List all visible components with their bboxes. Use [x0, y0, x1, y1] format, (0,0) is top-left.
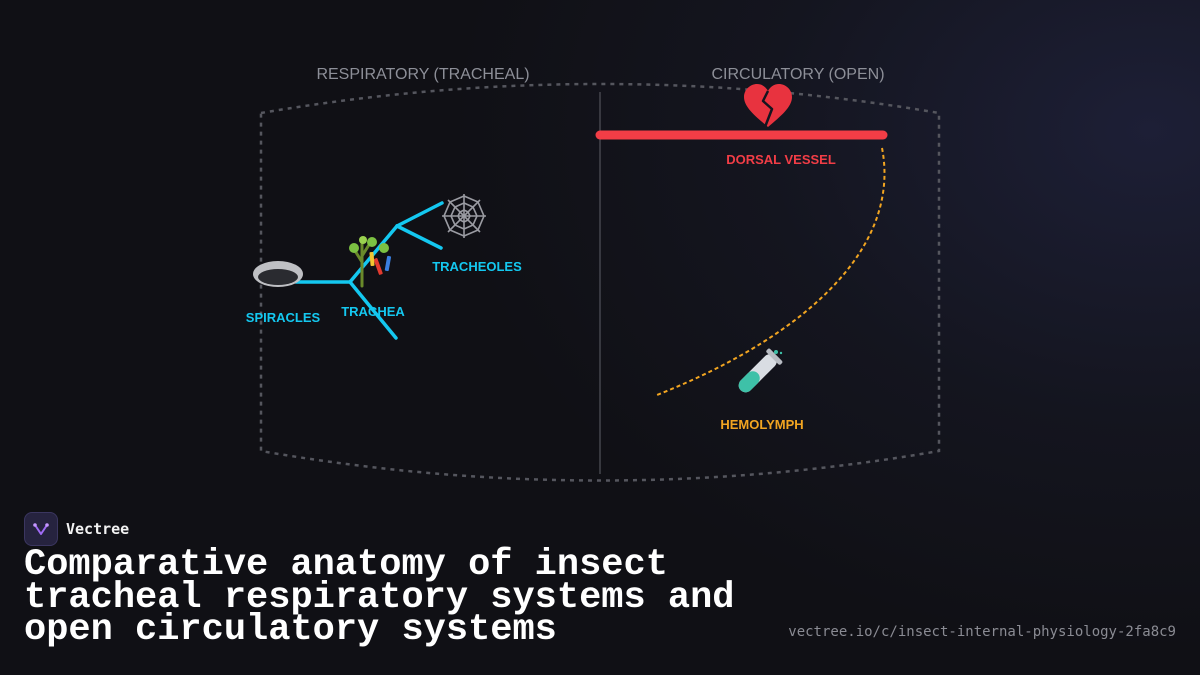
trachea-label: TRACHEA: [341, 304, 405, 319]
hemolymph-label: HEMOLYMPH: [720, 417, 803, 432]
spider-web-icon: [442, 194, 486, 238]
bubble-dot: [779, 351, 783, 355]
circulatory-section-label: CIRCULATORY (OPEN): [711, 66, 884, 83]
page-title: Comparative anatomy of insect tracheal r…: [24, 544, 735, 651]
vectree-logo-icon: [24, 512, 58, 546]
spiracle-opening-icon: [253, 261, 303, 287]
brand: Vectree: [24, 512, 129, 546]
tracheole-branch-lower: [395, 224, 443, 250]
dorsal-vessel-label: DORSAL VESSEL: [726, 152, 836, 167]
trachea-lower-branch: [348, 280, 398, 340]
test-tube-icon: [738, 348, 783, 393]
source-url[interactable]: vectree.io/c/insect-internal-physiology-…: [788, 624, 1176, 640]
spiracles-label: SPIRACLES: [246, 310, 321, 325]
tracheole-branch-upper: [395, 201, 444, 228]
tracheoles-label: TRACHEOLES: [432, 259, 522, 274]
brand-name: Vectree: [66, 520, 130, 538]
bubble-dot: [774, 350, 778, 354]
body-outline: [259, 82, 941, 482]
hemolymph-flow-path: [656, 147, 886, 396]
broken-heart-icon: [744, 84, 792, 128]
branching-tree-icon: [349, 236, 392, 288]
respiratory-section-label: RESPIRATORY (TRACHEAL): [316, 66, 529, 83]
